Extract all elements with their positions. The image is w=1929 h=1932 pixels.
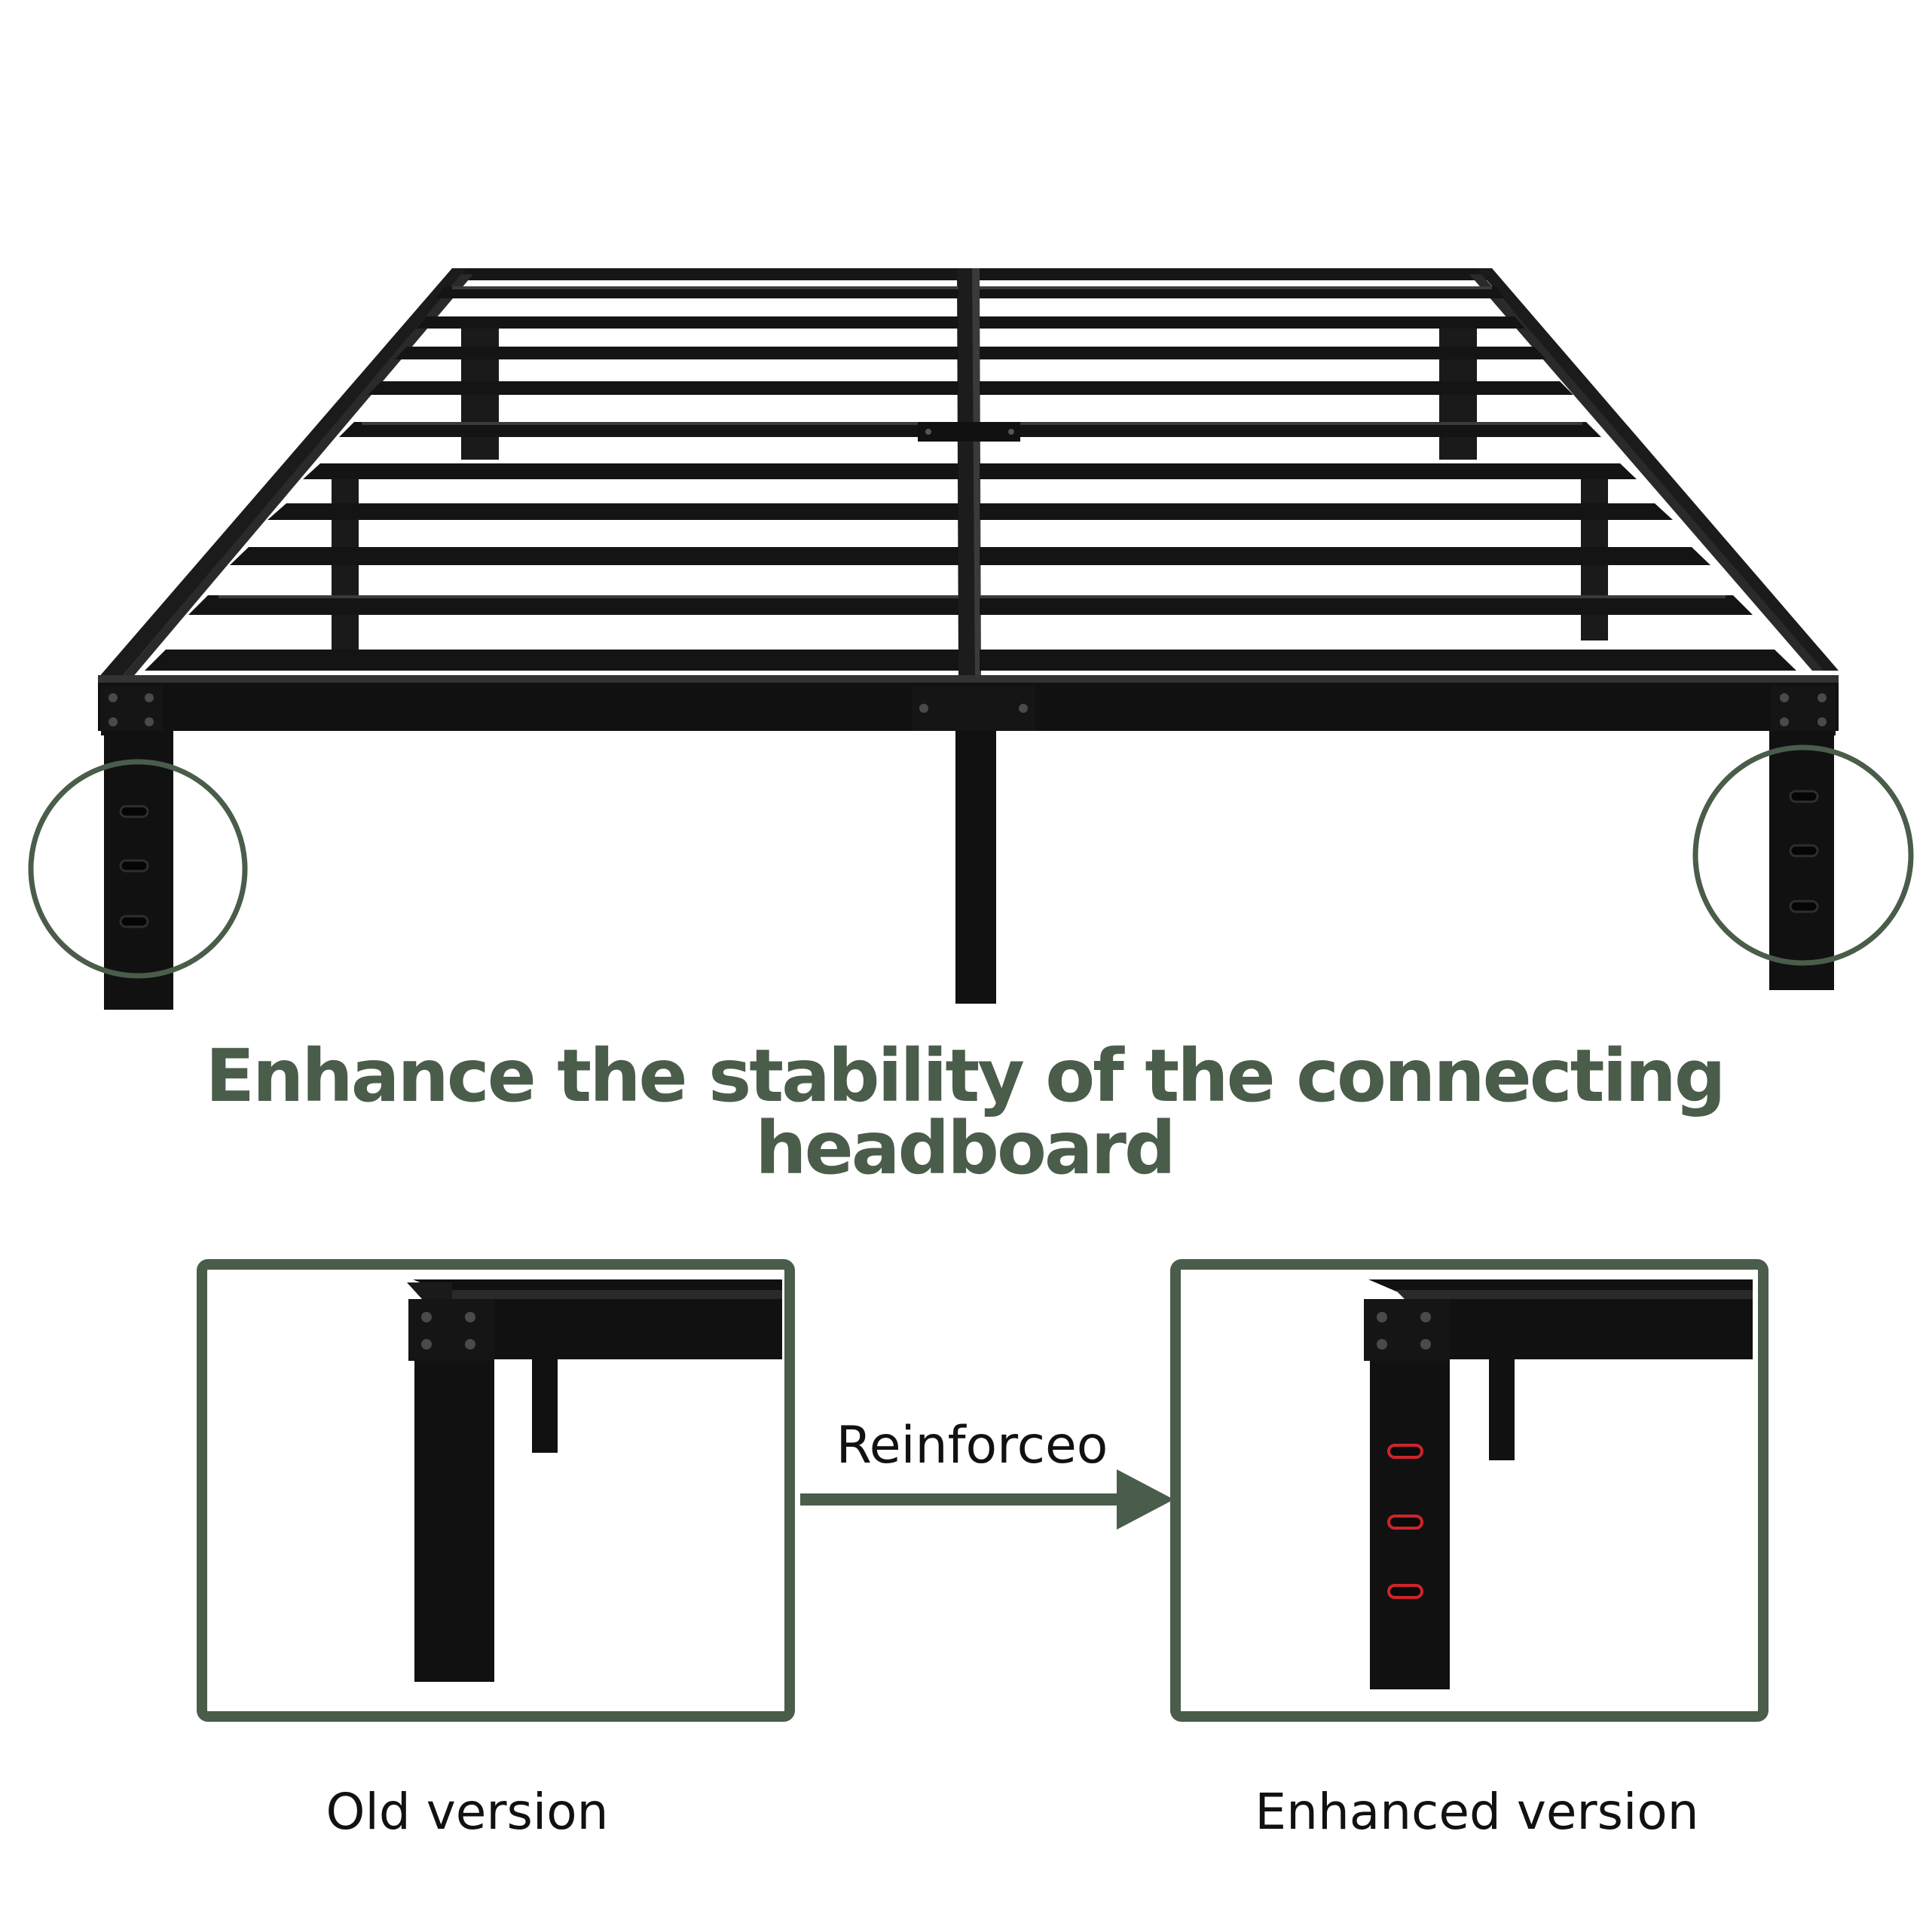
bed-frame [98,268,1839,1010]
zoom-circle-left [28,759,248,979]
zoom-circle-right [1692,744,1914,966]
arrow-label: Reinforceo [836,1416,1108,1475]
headline: Enhance the stability of the connecting … [205,1034,1726,1191]
old-version-panel [197,1259,795,1722]
enhanced-version-panel [1170,1259,1769,1722]
right-arrow-icon [800,1469,1174,1530]
reinforced-slot-icon [1387,1444,1423,1599]
enhanced-version-caption: Enhanced version [1255,1783,1699,1841]
old-version-caption: Old version [326,1783,609,1841]
